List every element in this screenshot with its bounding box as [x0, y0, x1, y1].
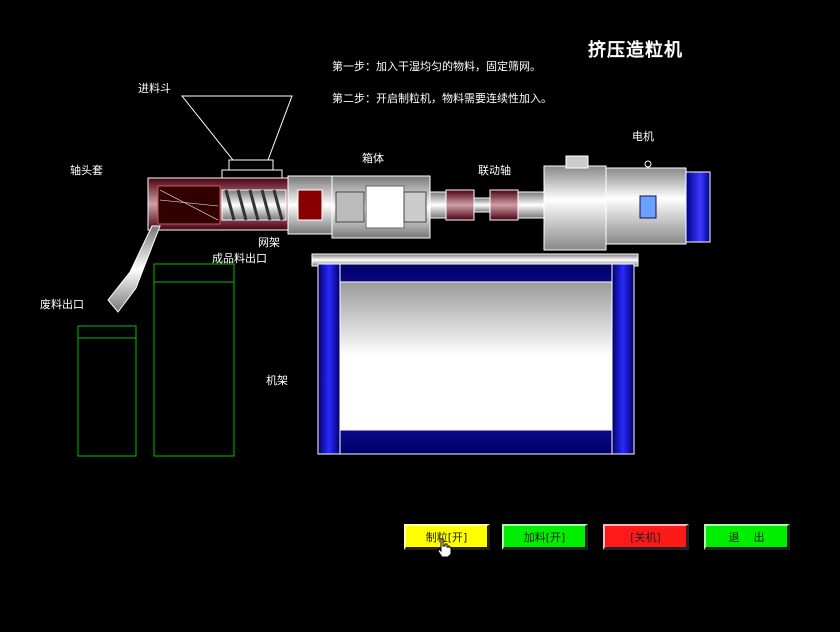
- gearbox: [331, 175, 431, 239]
- label-waste-outlet: 废料出口: [40, 298, 84, 311]
- exit-button[interactable]: 退 出: [704, 524, 790, 550]
- shutdown-button[interactable]: [关机]: [603, 524, 689, 550]
- label-shaft-sleeve: 轴头套: [70, 164, 103, 177]
- feed-on-button[interactable]: 加料[开]: [502, 524, 588, 550]
- label-feed-hopper: 进料斗: [138, 82, 171, 95]
- waste-bin: [77, 325, 137, 457]
- label-machine-frame: 机架: [266, 374, 288, 387]
- motor: [543, 155, 711, 251]
- step-2-text: 第二步：开启制粒机，物料需要连续性加入。: [332, 92, 552, 105]
- feed-hopper: [180, 95, 293, 189]
- waste-chute: [107, 225, 161, 313]
- product-bin: [153, 263, 235, 457]
- step-1-text: 第一步：加入干湿均匀的物料，固定筛网。: [332, 60, 541, 73]
- page-title: 挤压造粒机: [588, 40, 683, 61]
- label-coupling-shaft: 联动轴: [478, 164, 511, 177]
- label-gearbox: 箱体: [362, 152, 384, 165]
- machine-frame: [311, 253, 639, 455]
- coupling-shaft: [429, 189, 545, 221]
- label-motor: 电机: [632, 130, 654, 143]
- hand-cursor-icon: [437, 538, 452, 558]
- extrusion-barrel: [147, 175, 333, 235]
- label-screen-frame: 网架: [258, 236, 280, 249]
- label-product-outlet: 成品料出口: [212, 252, 267, 265]
